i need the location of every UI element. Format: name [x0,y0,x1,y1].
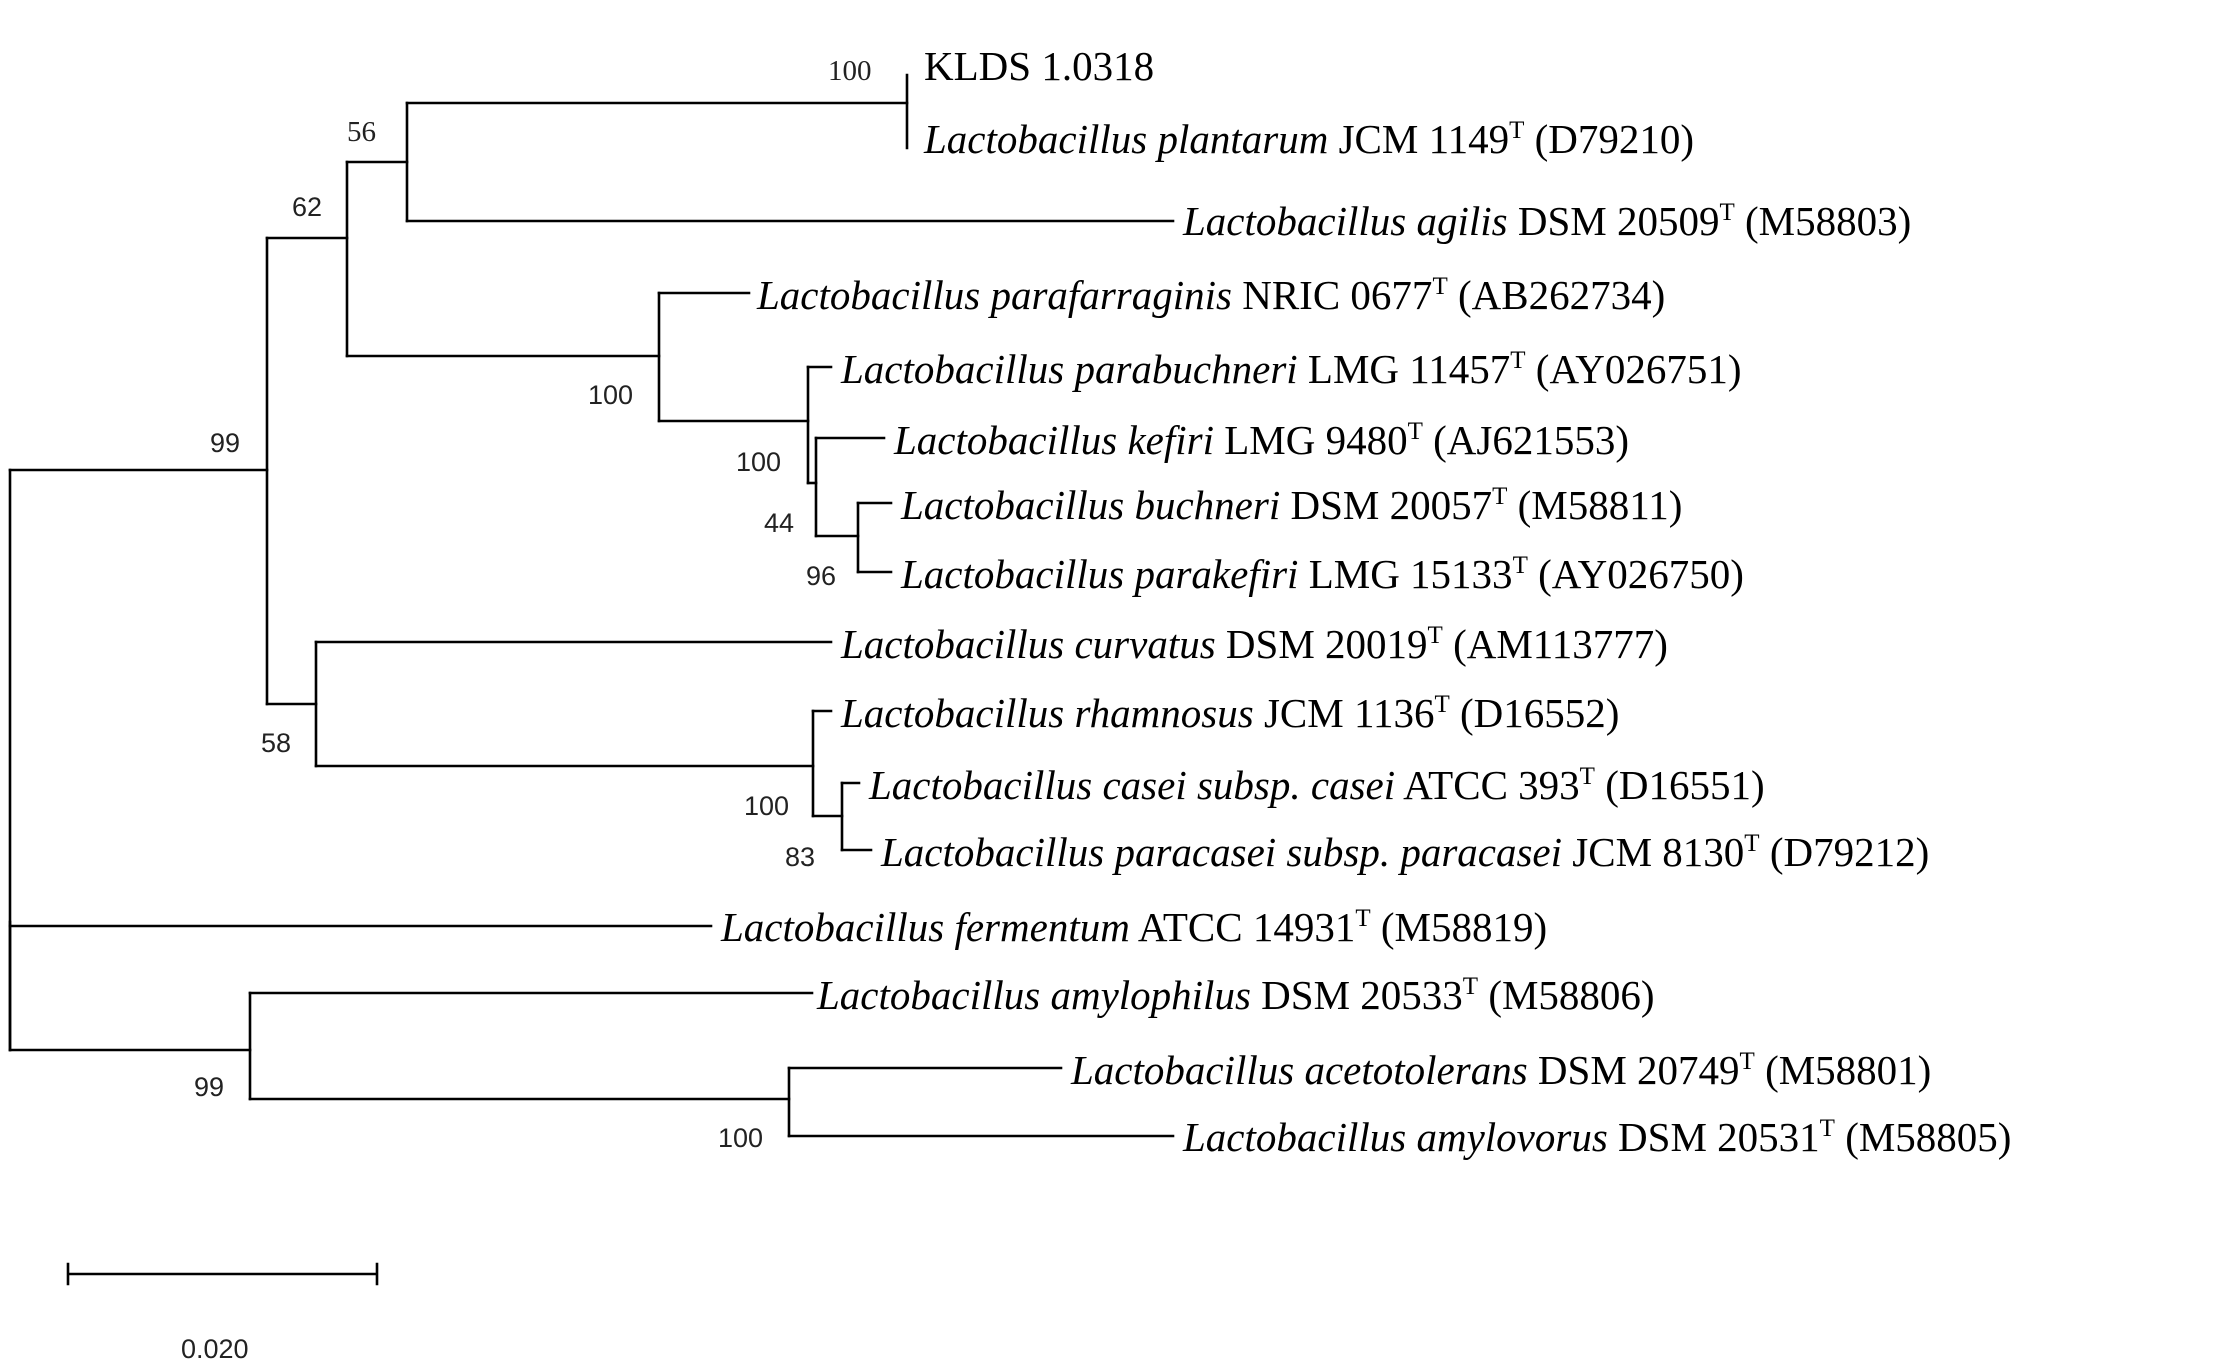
bootstrap-parabuchneri-group: 100 [736,447,781,477]
bootstrap-83: 83 [785,842,815,872]
scale-bar: 0.020 [66,1262,379,1364]
bootstrap-58: 58 [261,728,291,758]
taxon-lactobacillus-plantarum: Lactobacillus plantarum JCM 1149T (D7921… [923,116,1694,162]
taxon-lactobacillus-rhamnosus: Lactobacillus rhamnosus JCM 1136T (D1655… [840,690,1619,736]
bootstrap-kld-plantarum: 100 [828,55,872,87]
bootstrap-casei-group: 100 [744,791,789,821]
bootstrap-44: 44 [764,508,794,538]
taxon-lactobacillus-casei: Lactobacillus casei subsp. casei ATCC 39… [868,762,1765,808]
taxon-kld-1-0318: KLDS 1.0318 [924,43,1154,89]
taxon-lactobacillus-paracasei: Lactobacillus paracasei subsp. paracasei… [880,829,1929,875]
bootstrap-values: 100 56 62 99 100 100 44 96 58 100 83 99 … [194,55,872,1153]
taxon-lactobacillus-amylovorus: Lactobacillus amylovorus DSM 20531T (M58… [1182,1114,2011,1160]
taxon-lactobacillus-curvatus: Lactobacillus curvatus DSM 20019T (AM113… [840,621,1668,667]
bootstrap-99-top: 99 [210,428,240,458]
bootstrap-56: 56 [347,116,376,148]
branch-fermentum [8,920,713,928]
taxon-lactobacillus-agilis: Lactobacillus agilis DSM 20509T (M58803) [1182,198,1911,244]
taxon-lactobacillus-buchneri: Lactobacillus buchneri DSM 20057T (M5881… [900,482,1682,528]
tree-branches [8,73,1175,1138]
taxon-lactobacillus-kefiri: Lactobacillus kefiri LMG 9480T (AJ621553… [893,417,1629,463]
bootstrap-99-bottom: 99 [194,1072,224,1102]
taxon-lactobacillus-amylophilus: Lactobacillus amylophilus DSM 20533T (M5… [816,972,1655,1018]
scale-bar-line [66,1262,379,1286]
taxon-lactobacillus-fermentum: Lactobacillus fermentum ATCC 14931T (M58… [720,904,1547,950]
taxon-lactobacillus-parabuchneri: Lactobacillus parabuchneri LMG 11457T (A… [840,346,1742,392]
taxon-lactobacillus-acetotolerans: Lactobacillus acetotolerans DSM 20749T (… [1070,1047,1931,1093]
bootstrap-96: 96 [806,561,836,591]
taxon-labels: KLDS 1.0318 Lactobacillus plantarum JCM … [720,43,2011,1160]
taxon-lactobacillus-parakefiri: Lactobacillus parakefiri LMG 15133T (AY0… [900,551,1744,597]
bootstrap-62: 62 [292,192,322,222]
taxon-lactobacillus-parafarraginis: Lactobacillus parafarraginis NRIC 0677T … [756,272,1665,318]
bootstrap-acetotolerans-group: 100 [718,1123,763,1153]
bootstrap-buchneri-group: 100 [588,380,633,410]
scale-bar-label: 0.020 [181,1334,249,1364]
